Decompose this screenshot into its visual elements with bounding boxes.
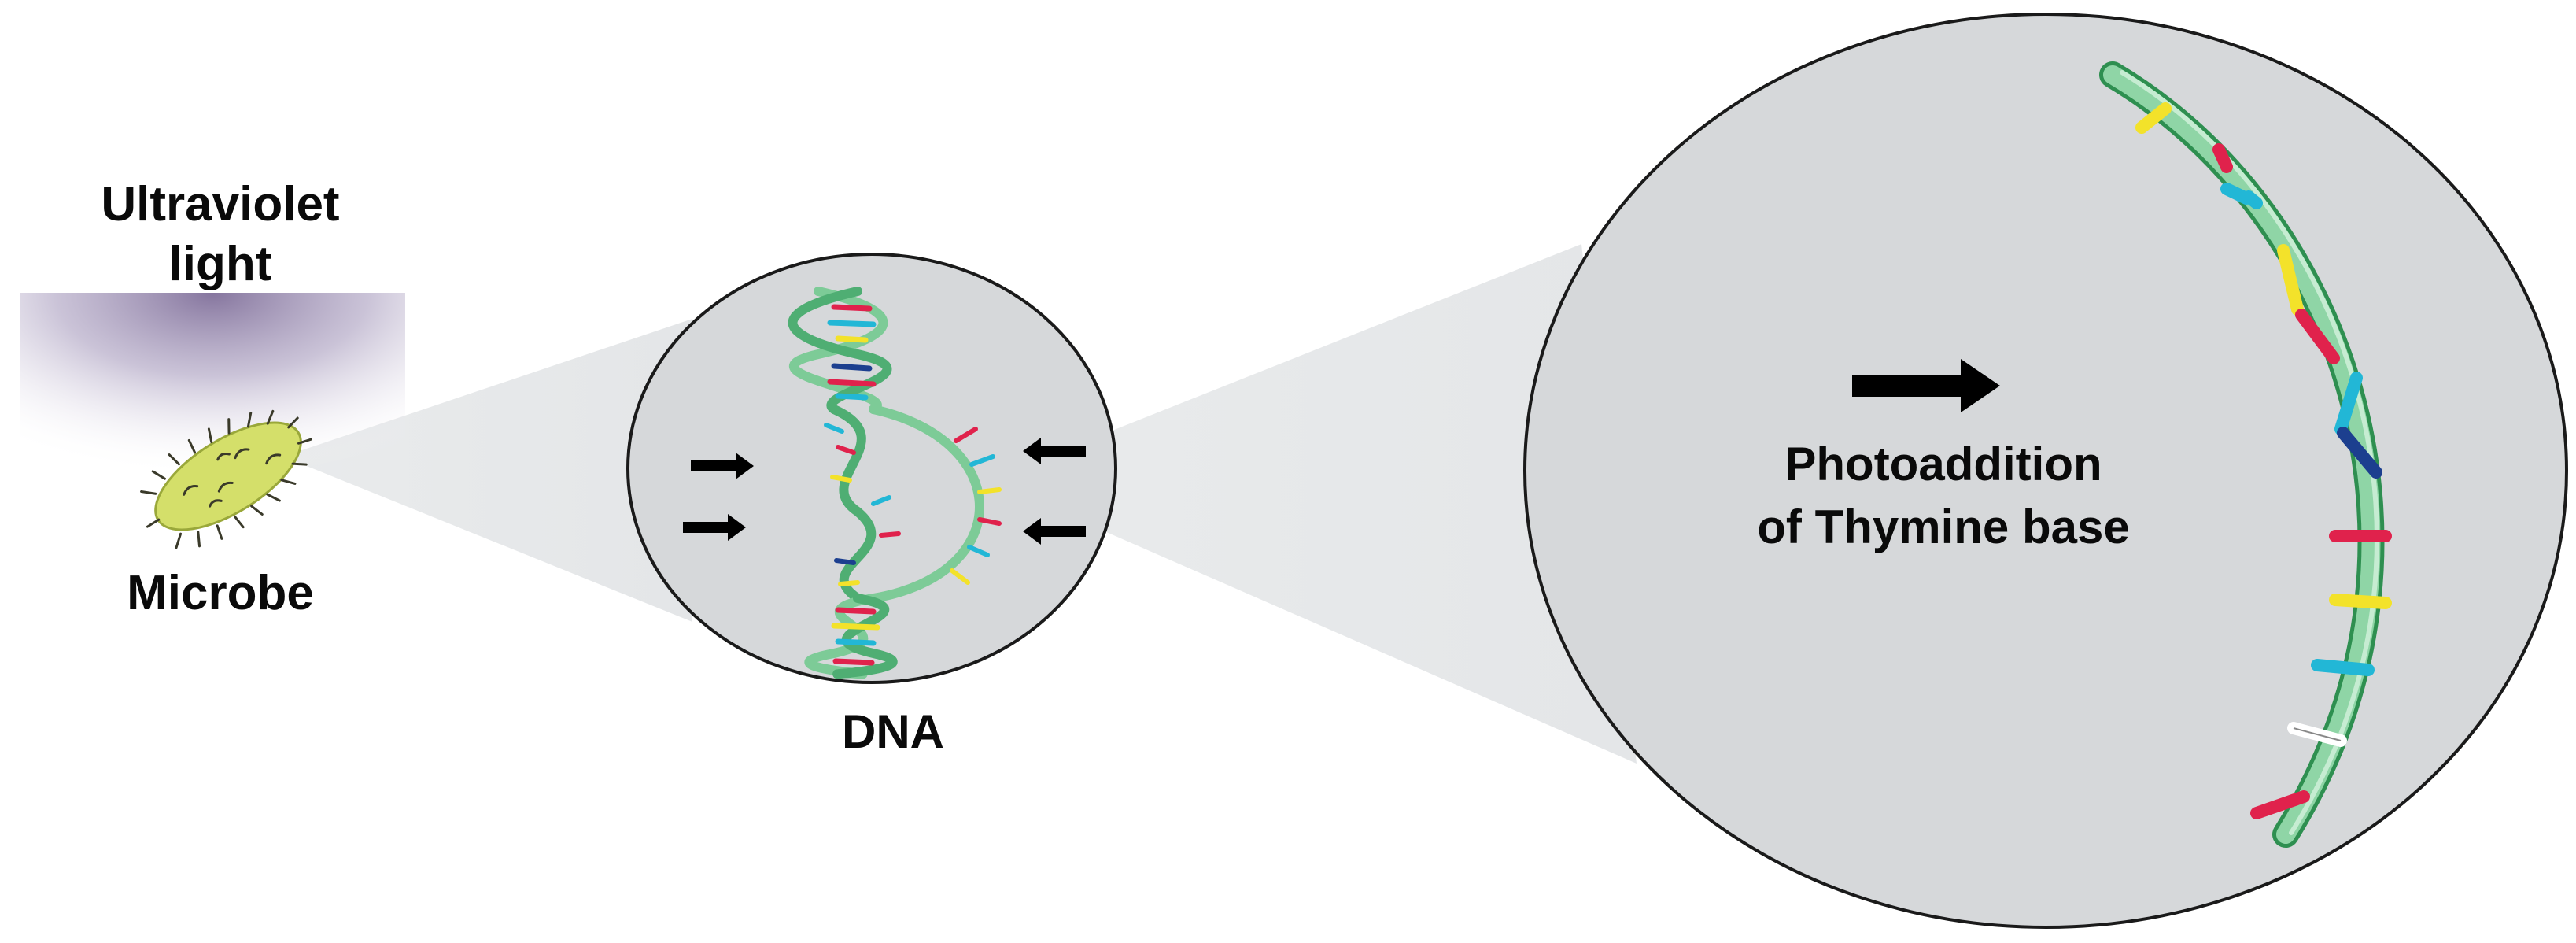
arrow-right-icon bbox=[691, 453, 754, 479]
zoom-beam-small bbox=[283, 319, 692, 622]
arrow-right-icon bbox=[683, 514, 746, 541]
zoom-beam-large bbox=[987, 244, 1637, 764]
dna-helix-icon bbox=[788, 287, 1002, 679]
uv-label-line2: light bbox=[168, 237, 272, 291]
microbe-icon bbox=[140, 409, 312, 549]
arrow-left-icon bbox=[1023, 518, 1086, 545]
photoaddition-label: Photoaddition of Thymine base bbox=[1692, 433, 2195, 559]
arrow-left-icon bbox=[1023, 438, 1086, 464]
dna-strand-closeup bbox=[2099, 61, 2392, 848]
photoaddition-line1: Photoaddition bbox=[1784, 438, 2102, 490]
uv-light-label: Ultraviolet light bbox=[31, 175, 409, 294]
uv-label-line1: Ultraviolet bbox=[101, 177, 340, 231]
arrow-right-icon bbox=[1852, 359, 2000, 412]
photoaddition-line2: of Thymine base bbox=[1757, 501, 2130, 553]
microbe-label: Microbe bbox=[127, 566, 314, 620]
dna-label: DNA bbox=[842, 705, 944, 758]
dna-zoom-circle bbox=[626, 253, 1117, 684]
thymine-zoom-circle bbox=[1523, 13, 2568, 929]
